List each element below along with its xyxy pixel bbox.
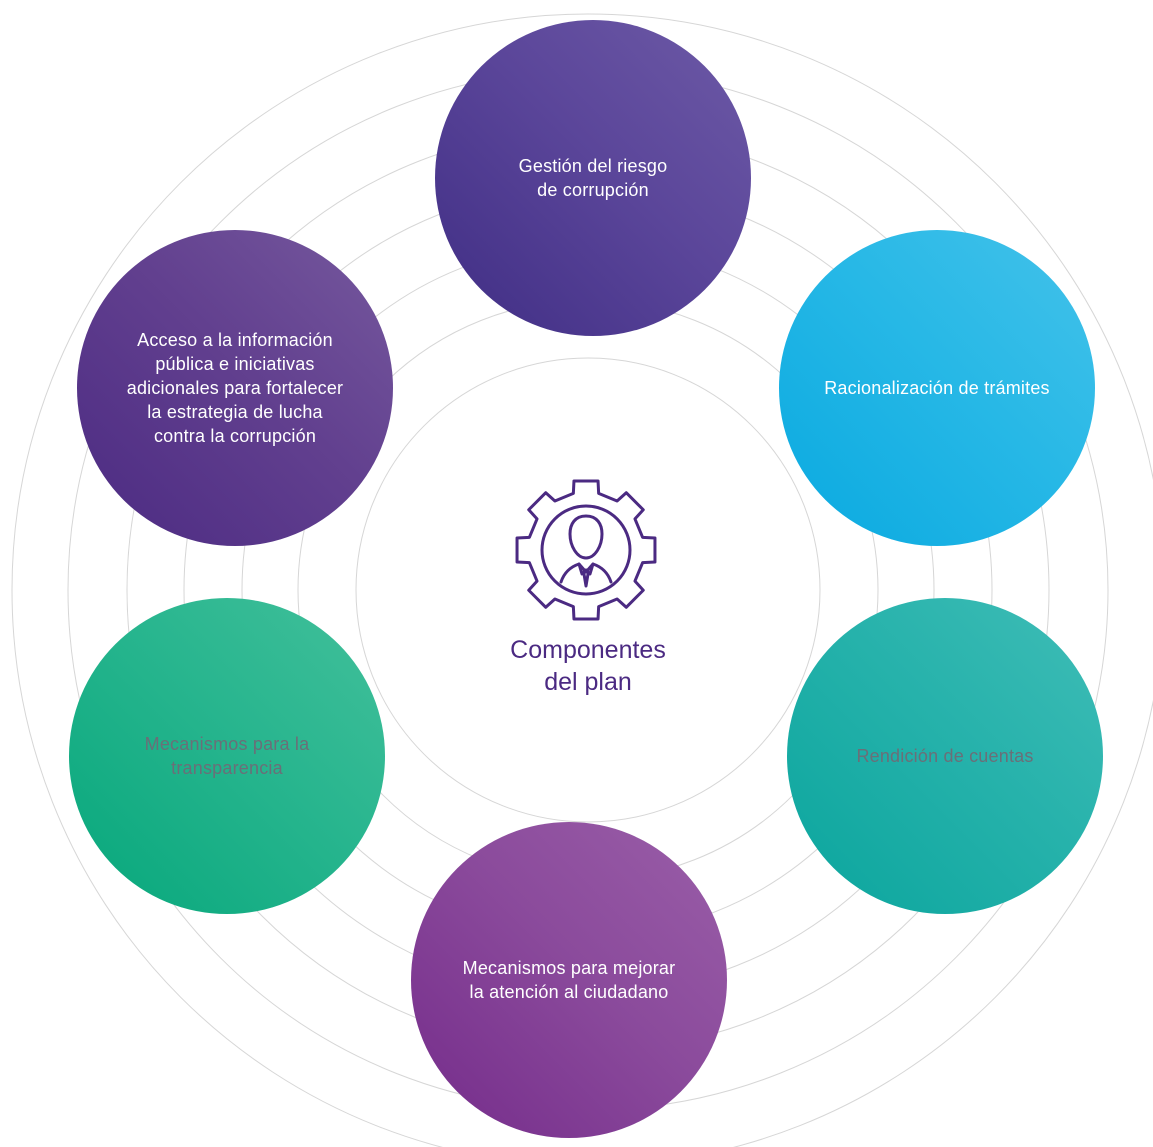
- gear-person-icon: [515, 479, 657, 621]
- component-gestion-riesgo-corrupcion: Gestión del riesgo de corrupción: [435, 20, 751, 336]
- component-label: Mecanismos para la transparencia: [144, 734, 310, 778]
- component-label: Racionalización de trámites: [824, 378, 1050, 398]
- component-atencion-ciudadano: Mecanismos para mejorar la atención al c…: [411, 822, 727, 1138]
- component-label: Acceso a la información pública e inicia…: [126, 330, 344, 446]
- center-title-line2: del plan: [544, 668, 632, 696]
- center-title: Componentes del plan: [438, 634, 738, 698]
- component-mecanismos-transparencia: Mecanismos para la transparencia: [69, 598, 385, 914]
- ring: [355, 357, 821, 823]
- component-racionalizacion-tramites: Racionalización de trámites: [779, 230, 1095, 546]
- component-label: Mecanismos para mejorar la atención al c…: [462, 958, 676, 1002]
- component-acceso-informacion: Acceso a la información pública e inicia…: [77, 230, 393, 546]
- component-rendicion-cuentas: Rendición de cuentas: [787, 598, 1103, 914]
- component-label: Rendición de cuentas: [856, 746, 1034, 766]
- component-label: Gestión del riesgo de corrupción: [518, 156, 668, 200]
- center-title-line1: Componentes: [510, 636, 666, 664]
- ring: [11, 13, 1153, 1147]
